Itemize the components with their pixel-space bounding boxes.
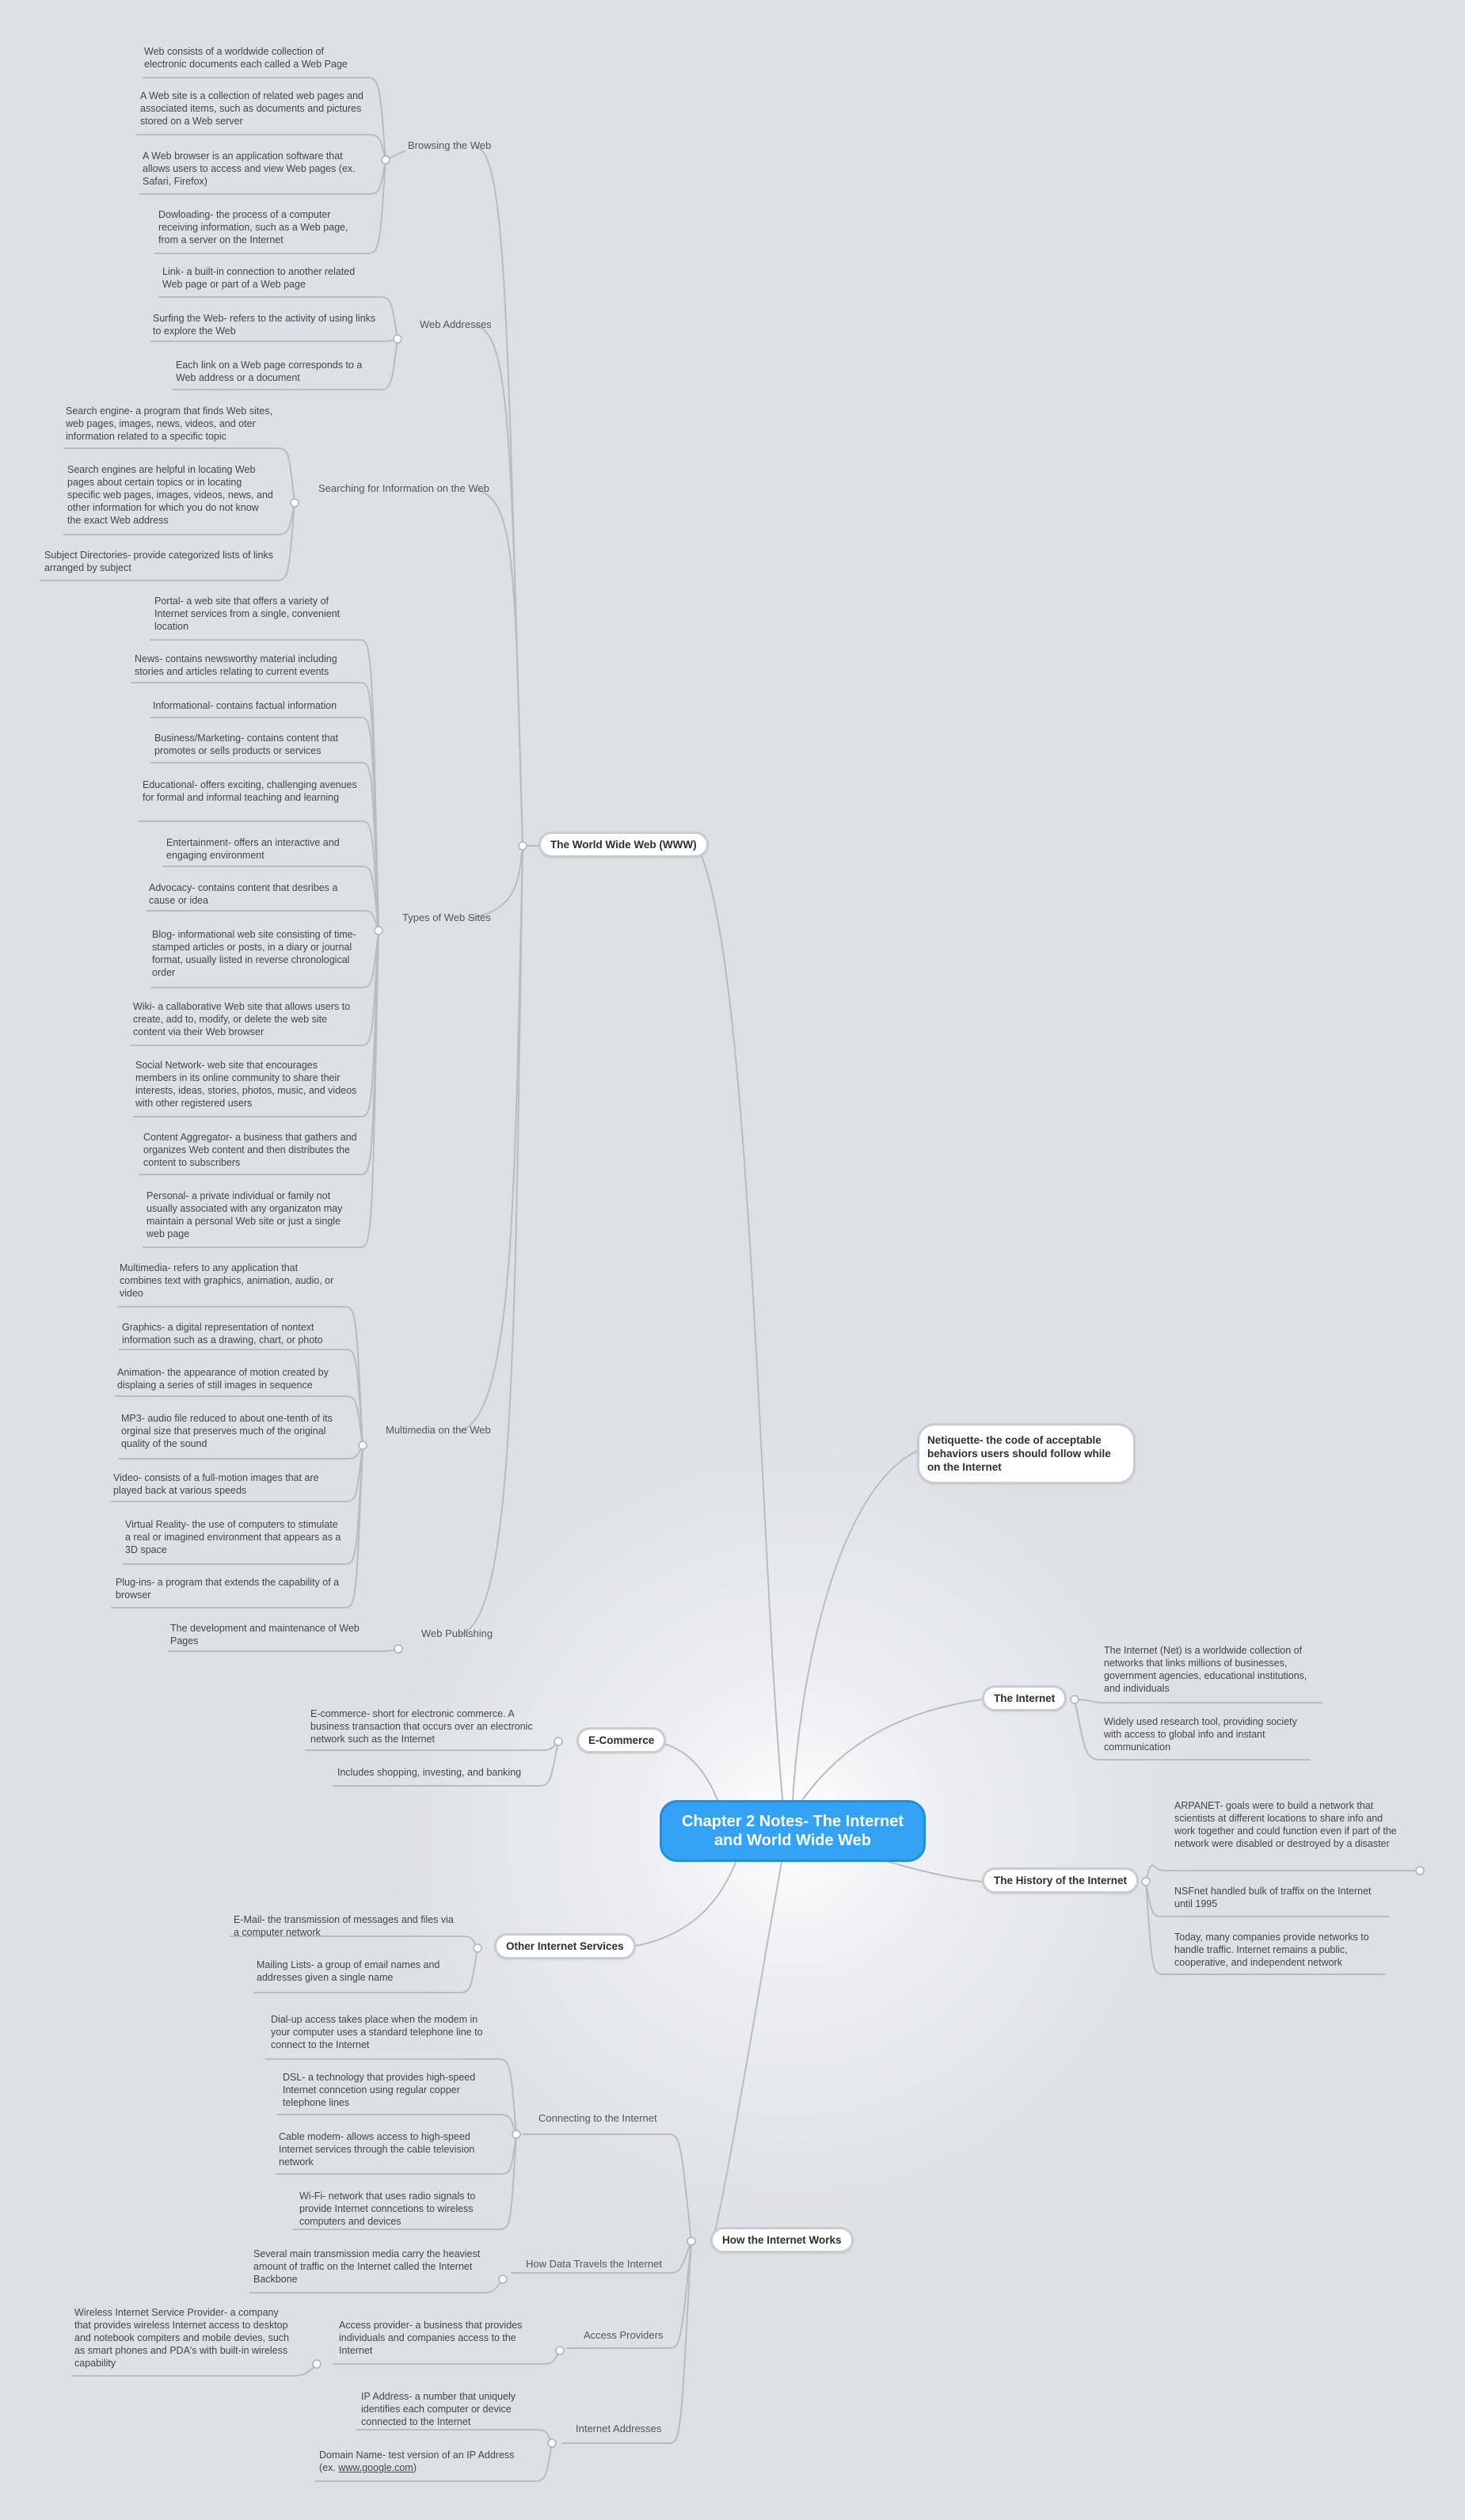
leaf-searching-2[interactable]: Search engines are helpful in locating W…: [67, 464, 273, 526]
branch-access-providers[interactable]: Access Providers: [584, 2329, 664, 2341]
branch-data-travels[interactable]: How Data Travels the Internet: [526, 2258, 662, 2270]
leaf-types-entertainment[interactable]: Entertainment- offers an interactive and…: [166, 837, 340, 861]
leaf-multimedia-virtual-reality[interactable]: Virtual Reality- the use of computers to…: [125, 1519, 341, 1555]
leaf-multimedia-video[interactable]: Video- consists of a full-motion images …: [113, 1472, 319, 1496]
topic-how-internet-works[interactable]: How the Internet Works: [710, 2227, 854, 2253]
leaf-connecting-dsl[interactable]: DSL- a technology that provides high-spe…: [283, 2072, 476, 2108]
leaf-types-informational[interactable]: Informational- contains factual informat…: [153, 700, 337, 711]
topic-history[interactable]: The History of the Internet: [982, 1867, 1140, 1894]
leaf-access-wisp[interactable]: Wireless Internet Service Provider- a co…: [74, 2307, 289, 2369]
domain-name-example-link[interactable]: www.google.com: [338, 2462, 413, 2473]
leaf-types-personal[interactable]: Personal- a private individual or family…: [146, 1190, 343, 1239]
branch-browsing[interactable]: Browsing the Web: [408, 139, 492, 151]
leaf-history-today[interactable]: Today, many companies provide networks t…: [1174, 1932, 1369, 1968]
leaf-types-blog[interactable]: Blog- informational web site consisting …: [152, 929, 356, 978]
branch-searching[interactable]: Searching for Information on the Web: [318, 482, 489, 494]
leaf-connecting-dialup[interactable]: Dial-up access takes place when the mode…: [271, 2014, 483, 2050]
leaf-history-arpanet[interactable]: ARPANET- goals were to build a network t…: [1174, 1800, 1397, 1849]
domain-name-text: Domain Name- test version of an IP Addre…: [319, 2450, 515, 2461]
leaf-other-email[interactable]: E-Mail- the transmission of messages and…: [234, 1914, 454, 1938]
branch-web-addresses[interactable]: Web Addresses: [420, 318, 492, 330]
leaf-multimedia-animation[interactable]: Animation- the appearance of motion crea…: [117, 1367, 329, 1391]
leaf-web-addresses-1[interactable]: Link- a built-in connection to another r…: [162, 266, 356, 290]
leaf-access-provider[interactable]: Access provider- a business that provide…: [339, 2320, 523, 2356]
branch-connecting[interactable]: Connecting to the Internet: [538, 2112, 657, 2124]
domain-name-example-prefix: (ex.: [319, 2462, 339, 2473]
leaf-multimedia-graphics[interactable]: Graphics- a digital representation of no…: [122, 1322, 323, 1346]
leaf-connecting-wifi[interactable]: Wi-Fi- network that uses radio signals t…: [299, 2191, 476, 2227]
leaf-addresses-ip[interactable]: IP Address- a number that uniquely ident…: [361, 2391, 516, 2427]
leaf-internet-2[interactable]: Widely used research tool, providing soc…: [1104, 1716, 1297, 1753]
branch-internet-addresses[interactable]: Internet Addresses: [576, 2423, 662, 2434]
topic-netiquette[interactable]: Netiquette- the code of acceptable behav…: [917, 1423, 1136, 1484]
leaf-publishing-1[interactable]: The development and maintenance of Web P…: [170, 1623, 360, 1646]
leaf-internet-1[interactable]: The Internet (Net) is a worldwide collec…: [1104, 1645, 1307, 1694]
leaf-types-social-network[interactable]: Social Network- web site that encourages…: [135, 1060, 357, 1109]
topic-other-services[interactable]: Other Internet Services: [494, 1933, 636, 1959]
leaf-multimedia-mp3[interactable]: MP3- audio file reduced to about one-ten…: [121, 1413, 333, 1449]
leaf-connecting-cable-modem[interactable]: Cable modem- allows access to high-speed…: [279, 2131, 475, 2168]
topic-internet[interactable]: The Internet: [982, 1685, 1067, 1711]
leaf-browsing-4[interactable]: Dowloading- the process of a computer re…: [158, 209, 348, 246]
leaf-types-portal[interactable]: Portal- a web site that offers a variety…: [154, 596, 341, 632]
leaf-web-addresses-3[interactable]: Each link on a Web page corresponds to a…: [176, 360, 363, 383]
leaf-types-educational[interactable]: Educational- offers exciting, challengin…: [143, 779, 357, 803]
topic-www[interactable]: The World Wide Web (WWW): [538, 832, 709, 858]
leaf-types-wiki[interactable]: Wiki- a callaborative Web site that allo…: [133, 1001, 351, 1037]
leaf-types-news[interactable]: News- contains newsworthy material inclu…: [135, 653, 337, 677]
leaf-multimedia-1[interactable]: Multimedia- refers to any application th…: [120, 1262, 334, 1299]
branch-types[interactable]: Types of Web Sites: [402, 912, 491, 923]
branch-publishing[interactable]: Web Publishing: [421, 1627, 493, 1639]
domain-name-example-suffix: ): [413, 2462, 417, 2473]
leaf-multimedia-plugins[interactable]: Plug-ins- a program that extends the cap…: [116, 1577, 340, 1601]
leaf-types-business[interactable]: Business/Marketing- contains content tha…: [154, 733, 339, 756]
leaf-history-nsfnet[interactable]: NSFnet handled bulk of traffix on the In…: [1174, 1886, 1372, 1909]
branch-multimedia[interactable]: Multimedia on the Web: [386, 1424, 491, 1436]
leaf-browsing-2[interactable]: A Web site is a collection of related we…: [140, 90, 363, 127]
leaf-browsing-3[interactable]: A Web browser is an application software…: [143, 150, 356, 187]
leaf-other-mailing-lists[interactable]: Mailing Lists- a group of email names an…: [257, 1959, 440, 1983]
leaf-browsing-1[interactable]: Web consists of a worldwide collection o…: [144, 46, 348, 70]
leaf-ecommerce-2[interactable]: Includes shopping, investing, and bankin…: [337, 1767, 522, 1778]
leaf-types-advocacy[interactable]: Advocacy- contains content that desribes…: [149, 882, 338, 906]
leaf-ecommerce-1[interactable]: E-commerce- short for electronic commerc…: [310, 1708, 533, 1745]
leaf-searching-1[interactable]: Search engine- a program that finds Web …: [66, 405, 273, 442]
connector-dots: [290, 155, 1425, 2448]
central-topic[interactable]: Chapter 2 Notes- The Internet and World …: [660, 1800, 926, 1862]
leaf-types-content-aggregator[interactable]: Content Aggregator- a business that gath…: [143, 1132, 357, 1168]
leaf-data-travels-1[interactable]: Several main transmission media carry th…: [253, 2248, 481, 2285]
leaf-searching-3[interactable]: Subject Directories- provide categorized…: [44, 550, 274, 573]
topic-ecommerce[interactable]: E-Commerce: [576, 1727, 667, 1753]
leaf-web-addresses-2[interactable]: Surfing the Web- refers to the activity …: [153, 313, 376, 337]
leaf-addresses-domain[interactable]: Domain Name- test version of an IP Addre…: [319, 2449, 533, 2474]
